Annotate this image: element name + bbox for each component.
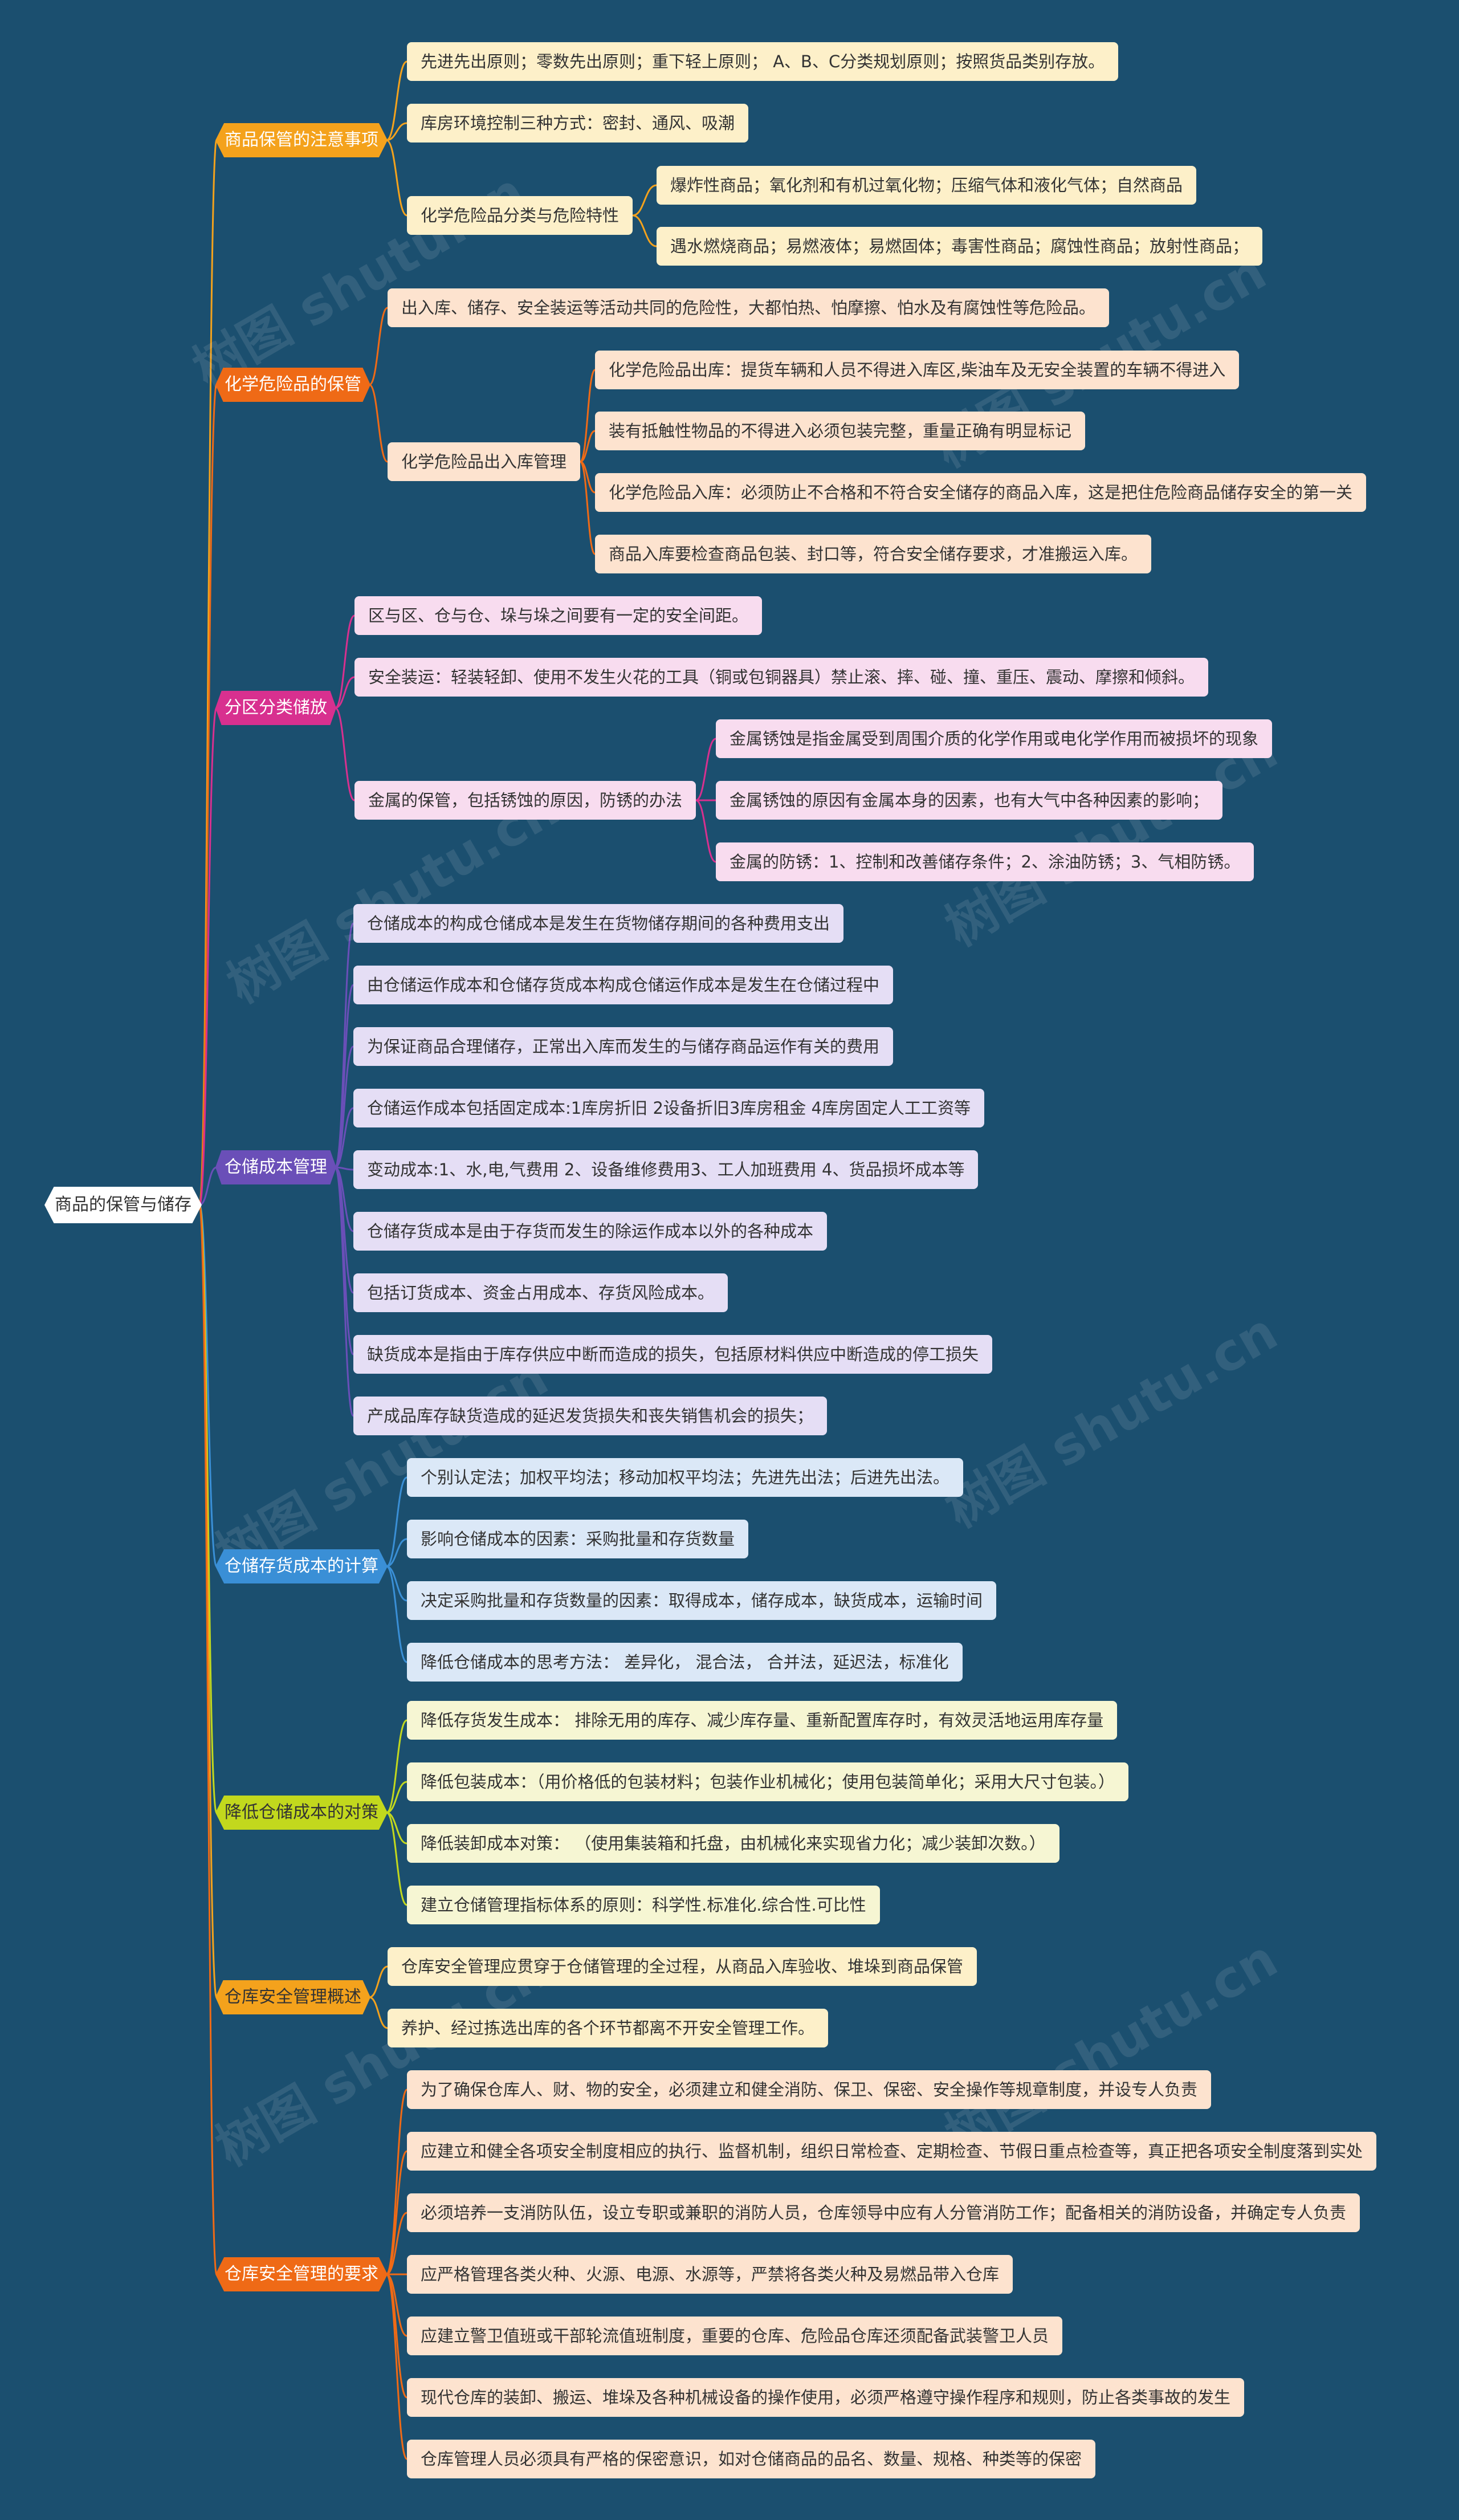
leaf-topic[interactable]: 包括订货成本、资金占用成本、存货风险成本。 (353, 1273, 728, 1312)
branch-topic[interactable]: 化学危险品的保管 (215, 368, 370, 402)
connector-line (386, 139, 407, 217)
connector-line (385, 2273, 408, 2460)
branch-topic[interactable]: 商品保管的注意事项 (215, 123, 388, 157)
connector-line (335, 676, 355, 709)
leaf-topic[interactable]: 影响仓储成本的因素：采购批量和存货数量 (407, 1520, 749, 1558)
connector-line (335, 1107, 354, 1169)
leaf-topic[interactable]: 现代仓库的装卸、搬运、堆垛及各种机械设备的操作使用，必须严格遵守操作程序和规则，… (407, 2378, 1245, 2417)
connector-line (579, 369, 596, 463)
leaf-topic[interactable]: 降低包装成本：（用价格低的包装材料；包装作业机械化；使用包装简单化；采用大尺寸包… (407, 1762, 1129, 1801)
connector-line (386, 1538, 407, 1568)
connector-line (198, 139, 218, 1206)
connector-line (386, 2212, 407, 2275)
connector-line (386, 1719, 407, 1814)
connector-line (334, 1045, 354, 1169)
branch-topic[interactable]: 仓储存货成本的计算 (215, 1549, 388, 1583)
leaf-topic[interactable]: 出入库、储存、安全装运等活动共同的危险性，大都怕热、怕摩擦、怕水及有腐蚀性等危险… (388, 288, 1110, 327)
branch-topic[interactable]: 仓库安全管理的要求 (215, 2257, 388, 2291)
leaf-topic[interactable]: 仓库安全管理应贯穿于仓储管理的全过程，从商品入库验收、堆垛到商品保管 (388, 1947, 977, 1986)
connector-line (580, 430, 596, 463)
connector-line (386, 1565, 407, 1663)
branch-topic[interactable]: 降低仓储成本的对策 (215, 1796, 388, 1830)
connector-line (198, 1204, 218, 2275)
connector-line (695, 799, 716, 863)
leaf-topic[interactable]: 降低仓储成本的思考方法： 差异化， 混合法， 合并法，延迟法，标准化 (407, 1643, 963, 1682)
connector-line (369, 1965, 388, 1998)
branch-topic[interactable]: 分区分类储放 (215, 691, 336, 725)
leaf-topic[interactable]: 决定采购批量和存货数量的因素：取得成本，储存成本，缺货成本，运输时间 (407, 1581, 997, 1620)
subleaf-topic[interactable]: 化学危险品出库：提货车辆和人员不得进入库区,柴油车及无安全装置的车辆不得进入 (595, 351, 1240, 389)
connector-line (198, 1204, 218, 1998)
leaf-topic[interactable]: 应严格管理各类火种、火源、电源、水源等，严禁将各类火种及易燃品带入仓库 (407, 2255, 1013, 2294)
connector-line (386, 1565, 407, 1602)
leaf-topic[interactable]: 为保证商品合理储存，正常出入库而发生的与储存商品运作有关的费用 (353, 1027, 894, 1066)
subleaf-topic[interactable]: 金属锈蚀的原因有金属本身的因素，也有大气中各种因素的影响； (716, 781, 1223, 820)
leaf-topic[interactable]: 建立仓储管理指标体系的原则：科学性.标准化.综合性.可比性 (407, 1886, 880, 1924)
connector-line (335, 707, 355, 801)
connector-line (386, 60, 407, 141)
leaf-topic[interactable]: 仓库管理人员必须具有严格的保密意识，如对仓储商品的品名、数量、规格、种类等的保密 (407, 2440, 1096, 2478)
leaf-topic[interactable]: 产成品库存缺货造成的延迟发货损失和丧失销售机会的损失； (353, 1397, 828, 1435)
leaf-topic[interactable]: 金属的保管，包括锈蚀的原因，防锈的办法 (354, 781, 696, 820)
leaf-topic[interactable]: 由仓储运作成本和仓储存货成本构成仓储运作成本是发生在仓储过程中 (353, 966, 894, 1004)
connector-line (386, 122, 407, 141)
leaf-topic[interactable]: 先进先出原则；零数先出原则；重下轻上原则； A、B、C分类规划原则；按照货品类别… (407, 42, 1119, 81)
leaf-topic[interactable]: 安全装运：轻装轻卸、使用不发生火花的工具（铜或包铜器具）禁止滚、摔、碰、撞、重压… (354, 658, 1209, 697)
leaf-topic[interactable]: 为了确保仓库人、财、物的安全，必须建立和健全消防、保卫、保密、安全操作等规章制度… (407, 2070, 1212, 2109)
subleaf-topic[interactable]: 金属的防锈：1、控制和改善储存条件；2、涂油防锈；3、气相防锈。 (716, 842, 1254, 881)
connector-line (386, 1781, 407, 1814)
leaf-topic[interactable]: 库房环境控制三种方式：密封、通风、吸潮 (407, 104, 749, 143)
connector-line (369, 1996, 388, 2029)
leaf-topic[interactable]: 降低存货发生成本： 排除无用的库存、减少库存量、重新配置库存时，有效灵活地运用库… (407, 1701, 1118, 1740)
branch-topic[interactable]: 仓储成本管理 (215, 1150, 336, 1184)
leaf-topic[interactable]: 养护、经过拣选出库的各个环节都离不开安全管理工作。 (388, 2009, 829, 2047)
leaf-topic[interactable]: 应建立和健全各项安全制度相应的执行、监督机制，组织日常检查、定期检查、节假日重点… (407, 2132, 1377, 2171)
subleaf-topic[interactable]: 金属锈蚀是指金属受到周围介质的化学作用或电化学作用而被损坏的现象 (716, 719, 1273, 758)
connector-line (632, 214, 657, 247)
connector-line (335, 614, 355, 709)
branch-topic[interactable]: 仓库安全管理概述 (215, 1980, 370, 2014)
subleaf-topic[interactable]: 商品入库要检查商品包装、封口等，符合安全储存要求，才准搬运入库。 (595, 535, 1152, 573)
subleaf-topic[interactable]: 遇水燃烧商品；易燃液体；易燃固体；毒害性商品；腐蚀性商品；放射性商品； (657, 227, 1263, 266)
connector-line (334, 922, 354, 1169)
connector-line (369, 384, 388, 463)
subleaf-topic[interactable]: 爆炸性商品；氧化剂和有机过氧化物；压缩气体和液化气体；自然商品 (657, 166, 1197, 205)
connector-line (632, 184, 657, 217)
connector-line (199, 1166, 217, 1206)
connector-line (198, 384, 218, 1206)
leaf-topic[interactable]: 仓储运作成本包括固定成本:1库房折旧 2设备折旧3库房租金 4库房固定人工工资等 (353, 1089, 985, 1127)
leaf-topic[interactable]: 必须培养一支消防队伍，设立专职或兼职的消防人员，仓库领导中应有人分管消防工作；配… (407, 2193, 1360, 2232)
root-topic[interactable]: 商品的保管与储存 (44, 1187, 202, 1223)
subleaf-topic[interactable]: 化学危险品入库：必须防止不合格和不符合安全储存的商品入库，这是把住危险商品储存安… (595, 473, 1367, 512)
leaf-topic[interactable]: 个别认定法；加权平均法；移动加权平均法；先进先出法；后进先出法。 (407, 1458, 964, 1497)
connector-line (334, 1166, 354, 1417)
leaf-topic[interactable]: 应建立警卫值班或干部轮流值班制度，重要的仓库、危险品仓库还须配备武装警卫人员 (407, 2317, 1063, 2355)
connector-line (369, 307, 388, 386)
leaf-topic[interactable]: 缺货成本是指由于库存供应中断而造成的损失，包括原材料供应中断造成的停工损失 (353, 1335, 993, 1374)
leaf-topic[interactable]: 仓储成本的构成仓储成本是发生在货物储存期间的各种费用支出 (353, 904, 844, 943)
subleaf-topic[interactable]: 装有抵触性物品的不得进入必须包装完整，重量正确有明显标记 (595, 412, 1086, 450)
leaf-topic[interactable]: 区与区、仓与仓、垛与垛之间要有一定的安全间距。 (354, 596, 763, 635)
connector-line (386, 1476, 407, 1568)
connector-line (695, 738, 716, 801)
leaf-topic[interactable]: 化学危险品分类与危险特性 (407, 196, 633, 235)
connector-line (385, 2150, 408, 2275)
connector-line (386, 1811, 407, 1845)
leaf-topic[interactable]: 降低装卸成本对策： （使用集装箱和托盘，由机械化来实现省力化；减少装卸次数。） (407, 1824, 1059, 1863)
connector-line (386, 1811, 407, 1906)
connector-line (198, 707, 218, 1206)
connector-line (579, 461, 596, 555)
leaf-topic[interactable]: 仓储存货成本是由于存货而发生的除运作成本以外的各种成本 (353, 1212, 828, 1251)
leaf-topic[interactable]: 变动成本:1、水,电,气费用 2、设备维修费用3、工人加班费用 4、货品损坏成本… (353, 1150, 979, 1189)
leaf-topic[interactable]: 化学危险品出入库管理 (388, 442, 581, 481)
